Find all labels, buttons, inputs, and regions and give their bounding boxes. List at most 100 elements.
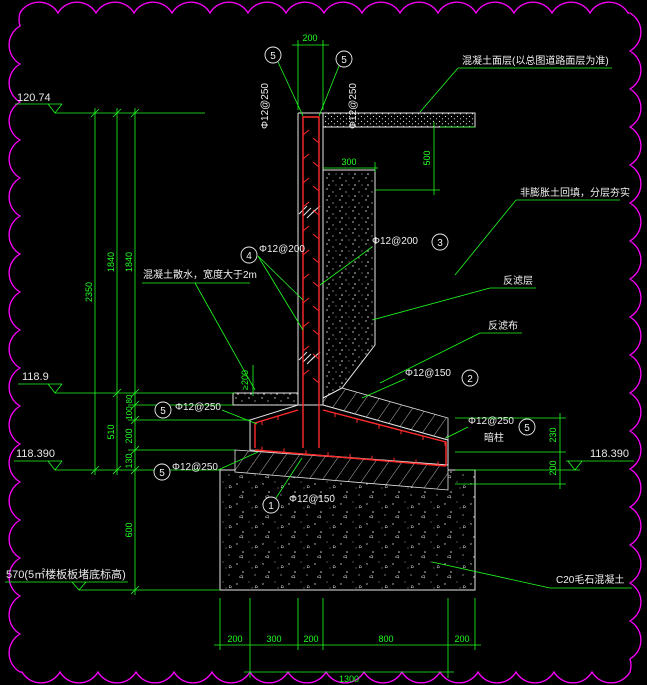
dim-bottom-seg-4: 800 xyxy=(378,634,393,644)
rebar-tie-mark xyxy=(302,369,310,376)
callout-leader xyxy=(318,65,340,117)
revision-cloud xyxy=(8,1,642,684)
dim-overall-width: 1300 xyxy=(339,674,359,684)
note-leader xyxy=(431,561,551,589)
elevation-apron: 118.9 xyxy=(22,371,49,383)
callout-mark: 5 xyxy=(270,51,276,62)
rebar-tie-mark xyxy=(302,129,310,136)
heel-hatch xyxy=(322,387,449,441)
callout-mark: 3 xyxy=(437,238,443,249)
notes: 混凝土面层(以总图道路面层为准) 非膨胀土回填，分层夯实 混凝土散水，宽度大于2… xyxy=(142,54,632,589)
rebar-tie-mark xyxy=(302,297,310,304)
elevation-marks: 120.74 118.9 118.390 118.390 570(5㎡楼板板堵底… xyxy=(5,92,634,591)
callout-spec: Φ12@200 xyxy=(259,244,305,255)
dim-min-slope: ≥200 xyxy=(240,370,250,390)
rebar-tie-mark xyxy=(312,305,320,312)
callout-circle xyxy=(264,46,282,64)
elevation-footing-right: 118.390 xyxy=(590,448,629,460)
joint-mark xyxy=(302,207,312,217)
elevation-bottom: 570(5㎡楼板板堵底标高) xyxy=(6,567,126,581)
elevation-footing-left: 118.390 xyxy=(16,448,55,460)
callout-spec: Φ12@250 xyxy=(175,402,221,413)
note-pavement: 混凝土面层(以总图道路面层为准) xyxy=(462,54,609,67)
dim-tick xyxy=(90,108,100,118)
dim-footing-thickness: 200 xyxy=(124,428,134,443)
dim-tick xyxy=(112,388,122,398)
dim-tick xyxy=(130,465,140,475)
dim-rubble-thickness: 600 xyxy=(124,522,134,537)
joint-marks-upper xyxy=(298,205,321,219)
callout-circle xyxy=(518,418,536,436)
rebar-tie-mark xyxy=(302,201,310,208)
rebar-tie-mark xyxy=(312,209,320,216)
rebar-callouts: 5 Φ12@250 5 Φ12@250 4 Φ12@200 Φ12@200 3 … xyxy=(153,46,536,514)
dim-heel-bed: 200 xyxy=(548,460,558,475)
dim-stem-height-a: 1840 xyxy=(106,252,116,272)
joint-marks-lower xyxy=(298,351,321,365)
rebar-tie-mark xyxy=(312,185,320,192)
dim-stem-height-b: 1840 xyxy=(124,252,134,272)
dimensions: 200 300 500 2350 1840 1840 510 80 100 20… xyxy=(55,33,566,684)
elevation-triangle xyxy=(47,383,63,394)
dim-tick xyxy=(130,585,140,595)
dim-step: 100 xyxy=(125,406,134,420)
callout-mark: 1 xyxy=(268,501,274,512)
note-filter-layer: 反滤层 xyxy=(503,274,533,287)
callout-circle xyxy=(262,496,280,514)
rebar-tie-mark xyxy=(312,137,320,144)
callout-circle xyxy=(335,50,353,68)
callout-spec: Φ12@200 xyxy=(372,236,418,247)
structure xyxy=(219,112,476,591)
dim-tick xyxy=(90,465,100,475)
dim-tick xyxy=(130,108,140,118)
callout-mark: 2 xyxy=(467,374,473,385)
dim-ticks-left xyxy=(90,108,140,595)
rebar-tie-mark xyxy=(312,377,320,384)
callout-leader xyxy=(275,457,303,499)
dim-bottom-seg-5: 200 xyxy=(454,634,469,644)
callout-spec: Φ12@250 xyxy=(468,416,514,427)
dim-heel-thickness: 230 xyxy=(548,427,558,442)
filter-layer xyxy=(322,169,376,399)
callout-leader xyxy=(445,426,469,439)
rebar-tie-mark xyxy=(312,161,320,168)
rebar-tie-mark xyxy=(302,153,310,160)
note-leader xyxy=(379,332,481,384)
footing-bottom-rebar xyxy=(254,449,447,467)
dim-total-height: 2350 xyxy=(84,282,94,302)
dim-filter-width: 300 xyxy=(341,157,356,167)
dim-apron-thickness: 80 xyxy=(125,394,134,403)
callout-leader xyxy=(221,409,258,425)
callout-leader xyxy=(257,255,304,301)
callout-leader xyxy=(217,451,259,471)
elevation-triangle xyxy=(47,103,63,114)
note-leader xyxy=(371,287,491,321)
joint-mark xyxy=(302,353,312,363)
dim-lower-total: 510 xyxy=(106,424,116,439)
rebar-tie-mark xyxy=(312,257,320,264)
callout-leader xyxy=(277,61,304,117)
rubble-concrete-base xyxy=(219,469,476,591)
dim-bottom-seg-3: 200 xyxy=(303,634,318,644)
dim-tick xyxy=(130,400,140,410)
rebar xyxy=(254,116,447,467)
dim-tick xyxy=(130,388,140,398)
callout-mark: 4 xyxy=(246,251,252,262)
callout-circle xyxy=(240,246,258,264)
note-leader xyxy=(419,67,459,113)
rebar-tie-mark xyxy=(302,273,310,280)
note-leader xyxy=(454,199,517,276)
rebar-tie-mark xyxy=(312,233,320,240)
stem-rebar xyxy=(302,116,320,448)
callout-mark: 5 xyxy=(524,423,530,434)
callout-circle xyxy=(461,369,479,387)
note-backfill: 非膨胀土回填，分层夯实 xyxy=(520,186,630,199)
callout-circle xyxy=(153,463,171,481)
callout-mark: 5 xyxy=(341,55,347,66)
rebar-tie-mark xyxy=(302,177,310,184)
callout-circle xyxy=(154,401,172,419)
note-hidden-column: 暗柱 xyxy=(484,431,504,444)
elevation-triangle xyxy=(47,460,63,471)
elevation-triangle xyxy=(71,581,87,591)
dim-tick xyxy=(130,445,140,455)
